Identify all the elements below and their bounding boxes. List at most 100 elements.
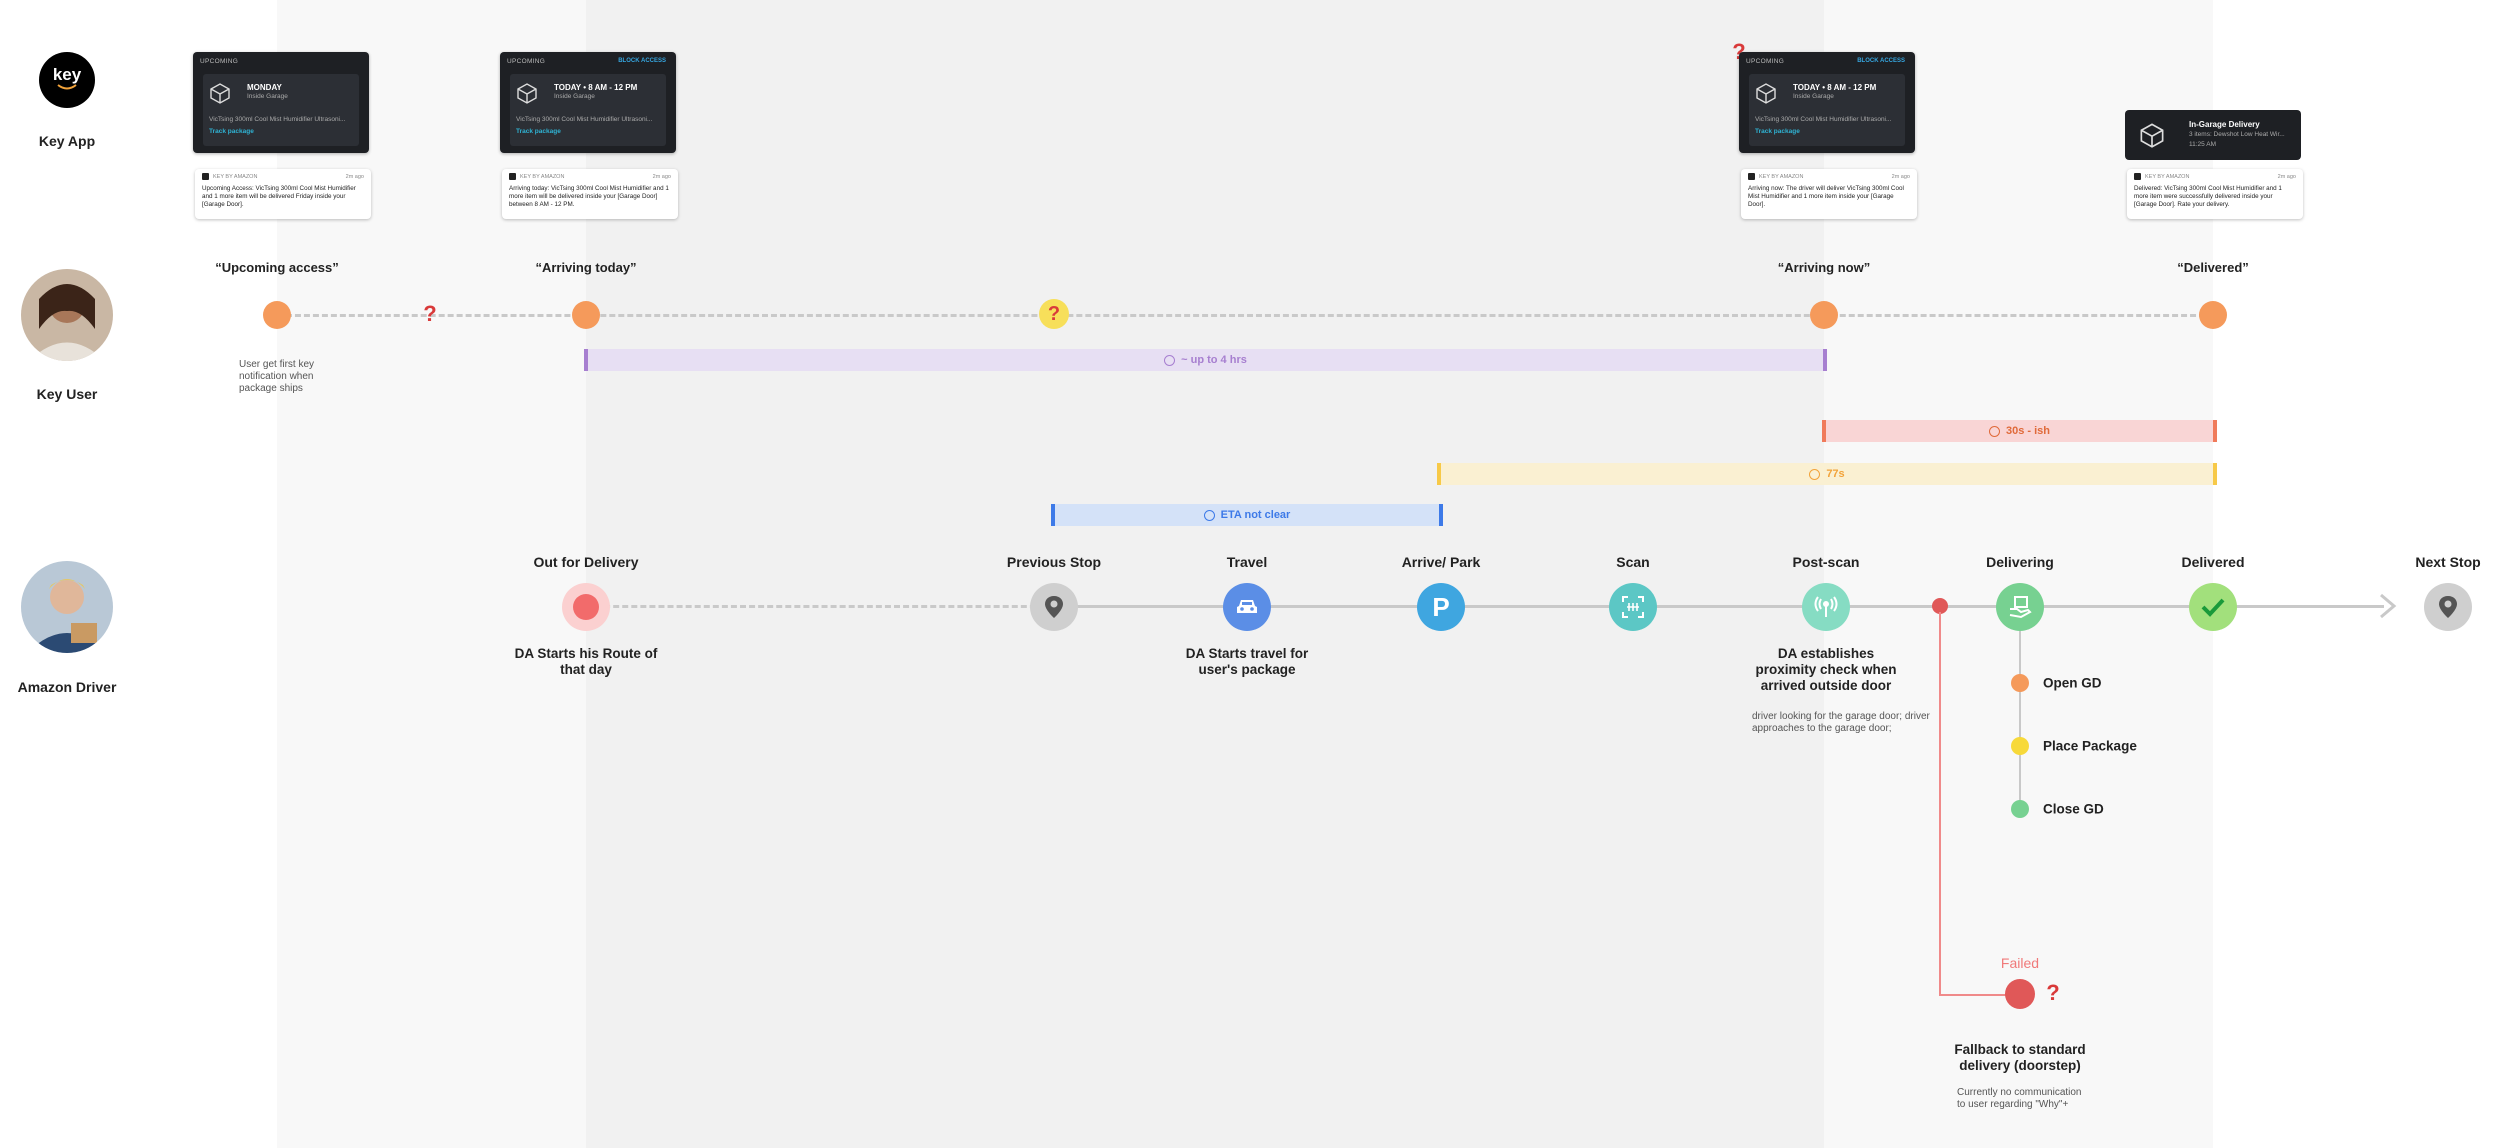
user-timeline-line: [277, 314, 2214, 317]
card-inner: TODAY • 8 AM - 12 PM Inside Garage VicTs…: [1749, 74, 1905, 146]
track-package-link[interactable]: Track package: [1755, 128, 1800, 135]
timer-icon: [1809, 468, 1821, 480]
substep-dot-open-gd: [2011, 674, 2029, 692]
event-upcoming-access: “Upcoming access”: [215, 260, 339, 275]
duration-label: ETA not clear: [1220, 509, 1291, 521]
delivering-substeps-line: [2019, 631, 2021, 809]
event-arriving-today: “Arriving today”: [535, 260, 637, 275]
key-logo: key: [39, 52, 95, 108]
app-notification-arriving-now: KEY BY AMAZON 2m ago Arriving now: The d…: [1741, 169, 1917, 219]
app-card-arriving-today: UPCOMING BLOCK ACCESS TODAY • 8 AM - 12 …: [500, 52, 676, 153]
smile-icon: [57, 84, 77, 90]
delivered-card-time: 11:25 AM: [2189, 141, 2216, 148]
card-inner: TODAY • 8 AM - 12 PM Inside Garage VicTs…: [510, 74, 666, 146]
duration-eta: ETA not clear: [1051, 504, 1443, 526]
timer-icon: [1164, 354, 1176, 366]
stage-title-arrive-park: Arrive/ Park: [1401, 554, 1481, 570]
band-2: [586, 0, 1824, 1148]
stage-title-delivered: Delivered: [2181, 554, 2245, 570]
app-notification-delivered: KEY BY AMAZON 2m ago Delivered: VicTsing…: [2127, 169, 2303, 219]
notif-text: Delivered: VicTsing 300ml Cool Mist Humi…: [2134, 185, 2282, 208]
timer-icon: [1988, 425, 2000, 437]
stage-scan: [1609, 583, 1657, 631]
block-access-link[interactable]: BLOCK ACCESS: [1857, 58, 1905, 64]
driver-avatar: [21, 561, 113, 653]
card-title: MONDAY: [247, 83, 282, 92]
broadcast-icon: [1814, 596, 1838, 617]
stage-title-out-for-delivery: Out for Delivery: [533, 554, 639, 570]
question-mark-midway: ?: [1047, 302, 1061, 325]
desc-out-for-delivery: DA Starts his Route of that day: [514, 646, 658, 677]
arrow-head-icon: [2380, 593, 2397, 619]
notif-text: Upcoming Access: VicTsing 300ml Cool Mis…: [202, 185, 356, 208]
substep-label-close-gd: Close GD: [2043, 801, 2104, 817]
location-pin-icon: [2439, 596, 2457, 618]
event-arriving-now: “Arriving now”: [1777, 260, 1871, 275]
desc-post-scan: DA establishes proximity check when arri…: [1755, 646, 1897, 693]
failed-dot: [2005, 979, 2035, 1009]
app-card-arriving-now: UPCOMING BLOCK ACCESS TODAY • 8 AM - 12 …: [1739, 52, 1915, 153]
stage-delivered: [2189, 583, 2237, 631]
card-item: VicTsing 300ml Cool Mist Humidifier Ultr…: [516, 116, 653, 123]
notif-app: KEY BY AMAZON: [520, 174, 565, 180]
stage-title-travel: Travel: [1226, 554, 1268, 570]
user-dot-arriving-today: [572, 301, 600, 329]
scan-icon: [1622, 596, 1644, 618]
duration-label: ~ up to 4 hrs: [1181, 354, 1247, 366]
desc-failed: Fallback to standard delivery (doorstep): [1954, 1042, 2086, 1073]
question-mark-gap: ?: [423, 301, 437, 326]
track-package-link[interactable]: Track package: [209, 128, 254, 135]
post-scan-note: driver looking for the garage door; driv…: [1752, 711, 1930, 734]
question-mark-failed: ?: [2046, 980, 2060, 1005]
track-package-link[interactable]: Track package: [516, 128, 561, 135]
row-label-amazon-driver: Amazon Driver: [17, 679, 117, 695]
substep-dot-close-gd: [2011, 800, 2029, 818]
stage-delivering: [1996, 583, 2044, 631]
stage-title-post-scan: Post-scan: [1792, 554, 1860, 570]
stage-title-next-stop: Next Stop: [2415, 554, 2481, 570]
notif-app: KEY BY AMAZON: [2145, 174, 2190, 180]
failed-label: Failed: [2000, 955, 2040, 971]
card-title: TODAY • 8 AM - 12 PM: [554, 83, 638, 92]
stage-arrive-park: P: [1417, 583, 1465, 631]
notif-app: KEY BY AMAZON: [1759, 174, 1804, 180]
app-card-delivered: In-Garage Delivery 3 items: Dewshot Low …: [2125, 110, 2301, 160]
location-pin-icon: [1045, 596, 1063, 618]
block-access-link[interactable]: BLOCK ACCESS: [618, 58, 666, 64]
card-item: VicTsing 300ml Cool Mist Humidifier Ultr…: [1755, 116, 1892, 123]
duration-label: 77s: [1826, 468, 1845, 480]
package-icon: [1756, 83, 1776, 104]
notif-time: 2m ago: [345, 174, 364, 180]
package-icon: [210, 83, 230, 104]
app-icon: [202, 173, 209, 180]
duration-77s: 77s: [1437, 463, 2217, 485]
record-dot-icon: [573, 594, 599, 620]
package-icon: [2140, 123, 2164, 148]
app-notification-upcoming: KEY BY AMAZON 2m ago Upcoming Access: Vi…: [195, 169, 371, 219]
user-dot-delivered: [2199, 301, 2227, 329]
user-dot-arriving-now: [1810, 301, 1838, 329]
upcoming-note: User get first key notification when pac…: [239, 359, 315, 394]
timer-icon: [1203, 509, 1215, 521]
user-dot-upcoming: [263, 301, 291, 329]
card-subtitle: Inside Garage: [247, 93, 288, 100]
app-icon: [1748, 173, 1755, 180]
card-subtitle: Inside Garage: [1793, 93, 1834, 100]
card-subtitle: Inside Garage: [554, 93, 595, 100]
substep-dot-place-package: [2011, 737, 2029, 755]
failed-branch-line: [1939, 612, 2009, 996]
stage-out-for-delivery: [562, 583, 610, 631]
notif-time: 2m ago: [2277, 174, 2296, 180]
notif-time: 2m ago: [1891, 174, 1910, 180]
driver-timeline-solid: [1054, 605, 2384, 608]
car-icon: [1237, 600, 1257, 613]
card-header: UPCOMING: [507, 58, 546, 65]
stage-travel: [1223, 583, 1271, 631]
checkmark-icon: [2201, 598, 2225, 617]
app-card-upcoming: UPCOMING MONDAY Inside Garage VicTsing 3…: [193, 52, 369, 153]
substep-label-place-package: Place Package: [2043, 738, 2137, 754]
notif-time: 2m ago: [652, 174, 671, 180]
card-item: VicTsing 300ml Cool Mist Humidifier Ultr…: [209, 116, 346, 123]
substep-label-open-gd: Open GD: [2043, 675, 2102, 691]
app-icon: [509, 173, 516, 180]
